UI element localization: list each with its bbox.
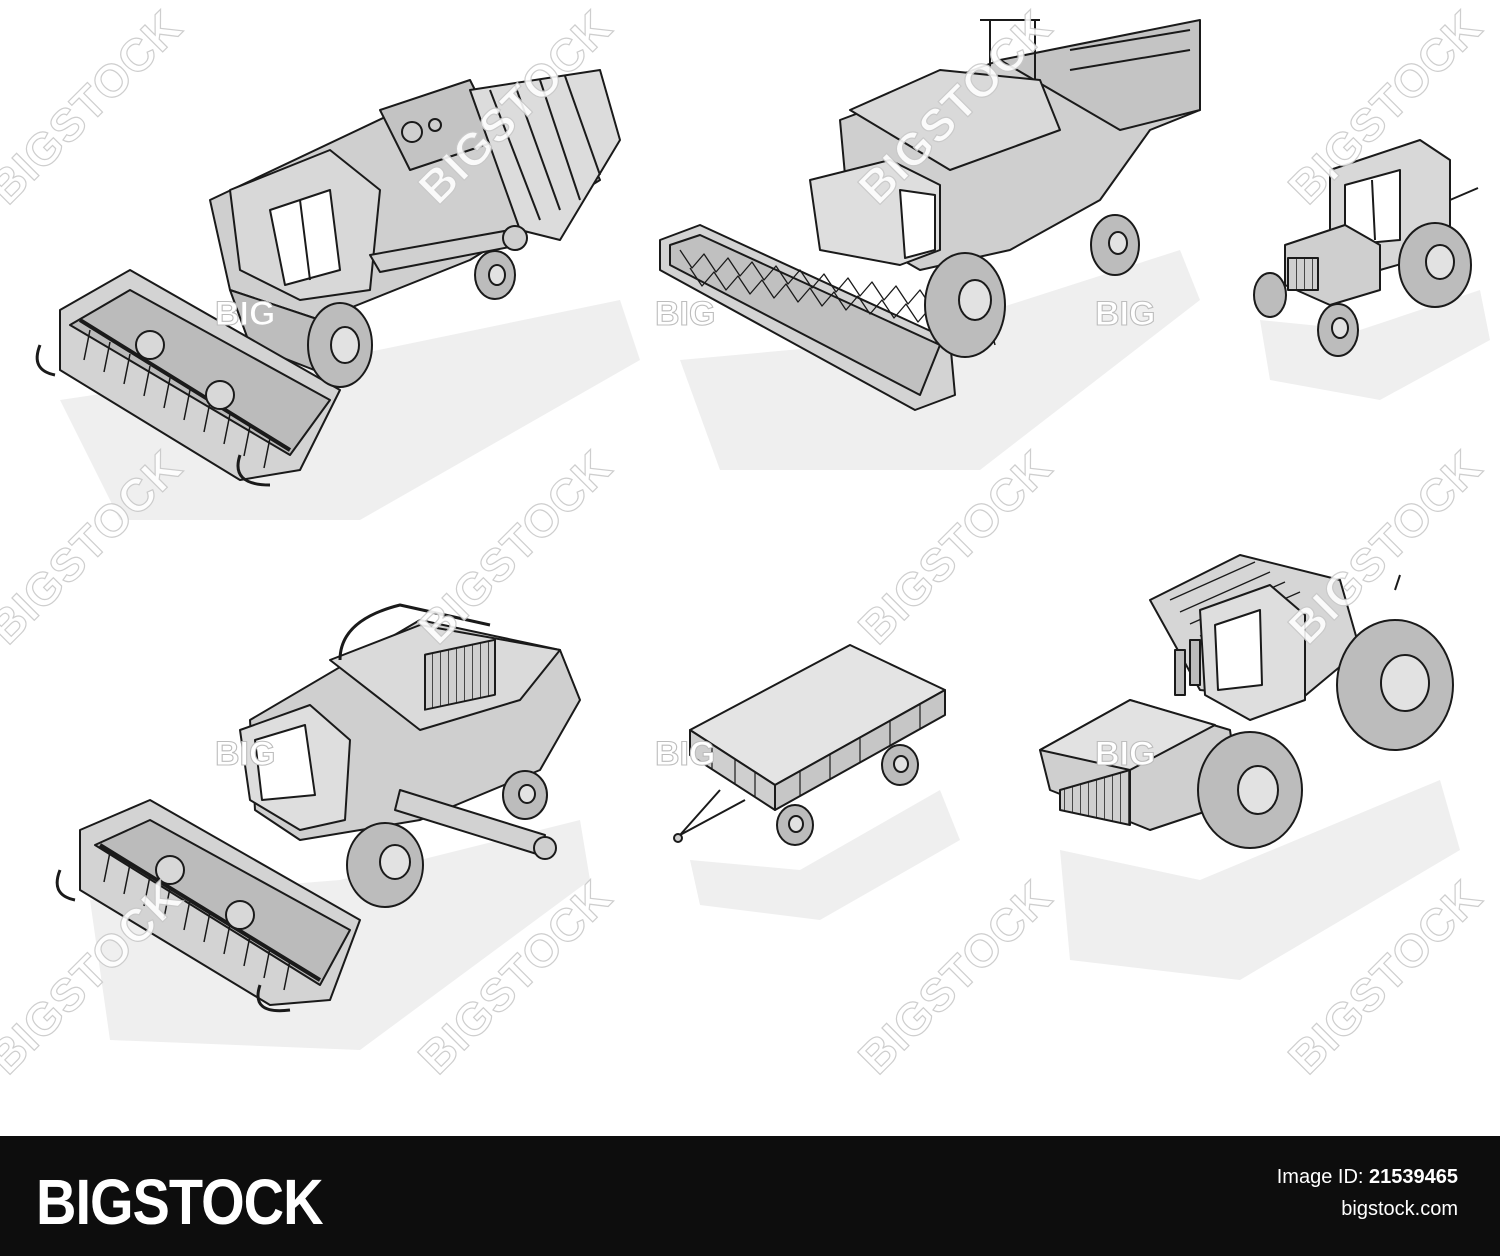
image-id-value: 21539465 (1369, 1166, 1458, 1188)
vehicles-illustration (35, 19, 1490, 1050)
watermark-short-text: BIG (1094, 294, 1156, 333)
watermark-short-text: BIG (214, 734, 276, 773)
image-id-label: Image ID: (1276, 1166, 1364, 1188)
combine-harvester-3 (55, 603, 590, 1050)
bigstock-logo[interactable]: BIGSTOCK (36, 1165, 324, 1238)
farm-trailer (673, 644, 960, 920)
large-tractor (1039, 554, 1460, 980)
watermark-short-text: BIG (1094, 734, 1156, 773)
small-tractor (1253, 139, 1490, 400)
artwork-canvas: BIGSTOCK BIGSTOCK BIGSTOCK BIGSTOCK BIGS… (0, 0, 1493, 1085)
footer-bar: BIGSTOCK Image ID: 21539465 bigstock.com (0, 1136, 1500, 1256)
combine-harvester-2 (659, 19, 1201, 470)
image-id: Image ID: 21539465 (1277, 1166, 1458, 1189)
combine-harvester-1 (35, 69, 640, 520)
watermark-short-text: BIG (654, 734, 716, 773)
site-link[interactable]: bigstock.com (1341, 1198, 1458, 1220)
watermark-short-text: BIG (214, 294, 276, 333)
watermark-short-text: BIG (654, 294, 716, 333)
